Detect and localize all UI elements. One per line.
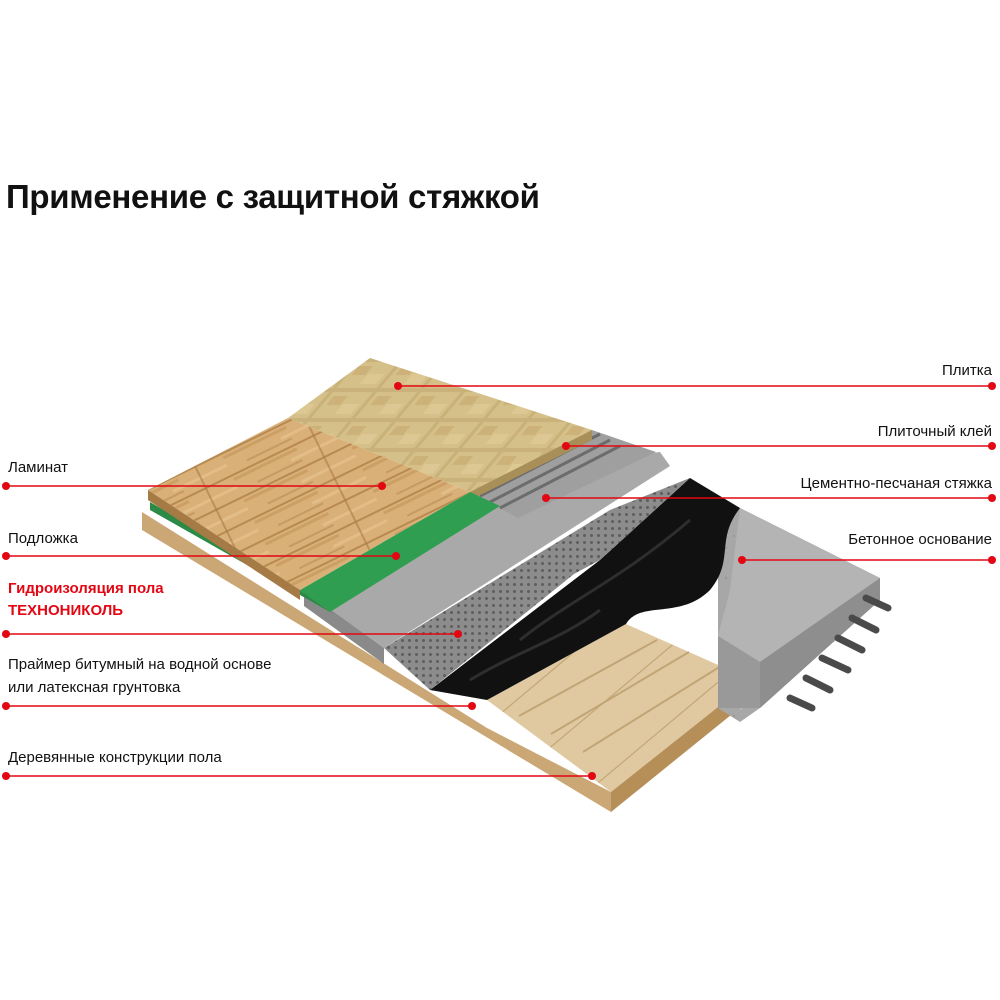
wood-structure-layer [142, 512, 752, 812]
label-concrete-base: Бетонное основание [848, 531, 992, 548]
rebar-stubs [786, 594, 892, 712]
label-tile: Плитка [941, 362, 992, 379]
label-waterproofing-line-1: Гидроизоляция пола [8, 580, 164, 597]
concrete-base-layer [718, 508, 880, 722]
label-laminate: Ламинат [8, 459, 69, 476]
label-primer-line-1: Праймер битумный на водной основе [8, 656, 272, 673]
label-waterproofing-line-2: ТЕХНОНИКОЛЬ [8, 602, 124, 619]
label-wood-structure: Деревянные конструкции пола [8, 749, 222, 766]
waterproofing-layer [430, 478, 740, 700]
label-underlay: Подложка [8, 530, 78, 547]
page-title: Применение с защитной стяжкой [6, 178, 540, 215]
leader-dots [2, 382, 996, 780]
laminate-layer [148, 418, 470, 600]
tile-layer [288, 358, 592, 500]
label-tile-adhesive: Плиточный клей [877, 423, 992, 440]
leader-lines [6, 385, 992, 777]
label-primer-line-2: или латексная грунтовка [8, 679, 181, 696]
label-screed: Цементно-песчаная стяжка [800, 475, 993, 492]
